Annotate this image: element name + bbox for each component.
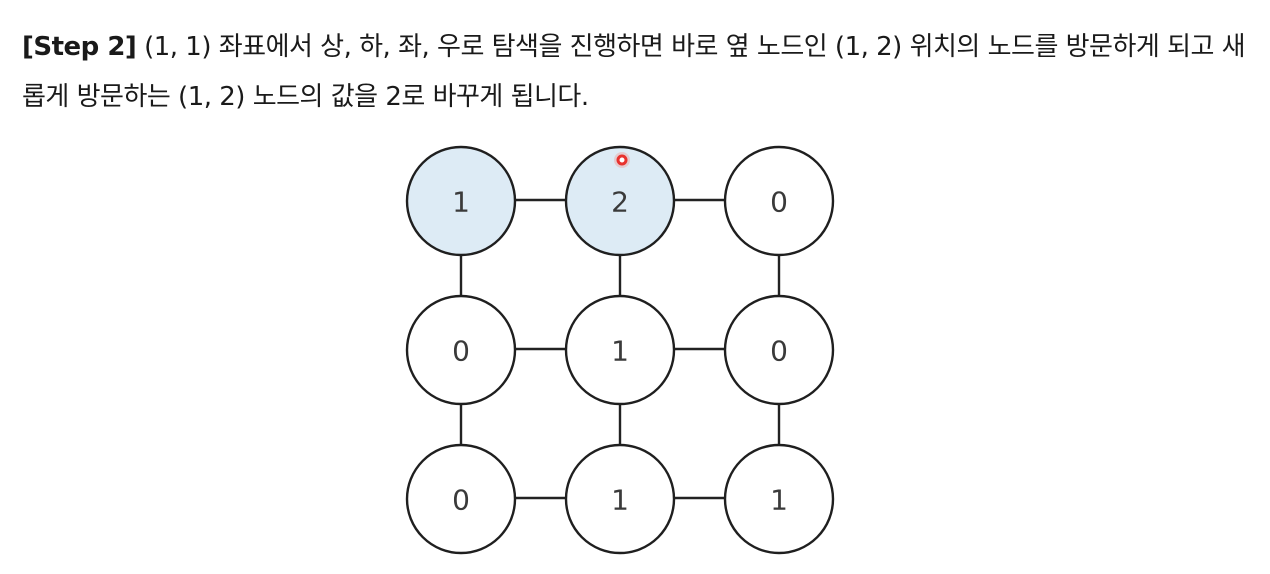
node-value: 1 — [611, 335, 629, 368]
node-circle — [723, 443, 835, 555]
node-circle — [723, 145, 835, 257]
node-value: 0 — [452, 484, 470, 517]
grid-node-0-0: 1 — [405, 145, 517, 257]
node-circle — [564, 294, 676, 406]
node-value: 1 — [611, 484, 629, 517]
grid-node-1-0: 0 — [405, 294, 517, 406]
grid-node-2-2: 1 — [723, 443, 835, 555]
node-value: 1 — [452, 186, 470, 219]
cursor-indicator — [614, 152, 630, 168]
grid-node-2-1: 1 — [564, 443, 676, 555]
node-circle — [405, 294, 517, 406]
node-circle — [405, 145, 517, 257]
node-circle — [564, 443, 676, 555]
node-value: 0 — [452, 335, 470, 368]
node-circle — [405, 443, 517, 555]
node-circle — [723, 294, 835, 406]
grid-node-1-1: 1 — [564, 294, 676, 406]
node-value: 1 — [770, 484, 788, 517]
grid-node-1-2: 0 — [723, 294, 835, 406]
grid-nodes: 1 2 0 0 1 0 0 1 1 — [405, 145, 835, 555]
node-value: 0 — [770, 335, 788, 368]
node-value: 2 — [611, 186, 629, 219]
grid-edges — [459, 198, 781, 500]
description-text: (1, 1) 좌표에서 상, 하, 좌, 우로 탐색을 진행하면 바로 옆 노드… — [22, 32, 1246, 112]
description-paragraph: [Step 2] (1, 1) 좌표에서 상, 하, 좌, 우로 탐색을 진행하… — [22, 22, 1262, 122]
node-circle — [564, 145, 676, 257]
step-label: [Step 2] — [22, 32, 137, 62]
grid-node-0-2: 0 — [723, 145, 835, 257]
grid-node-2-0: 0 — [405, 443, 517, 555]
node-value: 0 — [770, 186, 788, 219]
grid-node-0-1: 2 — [564, 145, 676, 257]
